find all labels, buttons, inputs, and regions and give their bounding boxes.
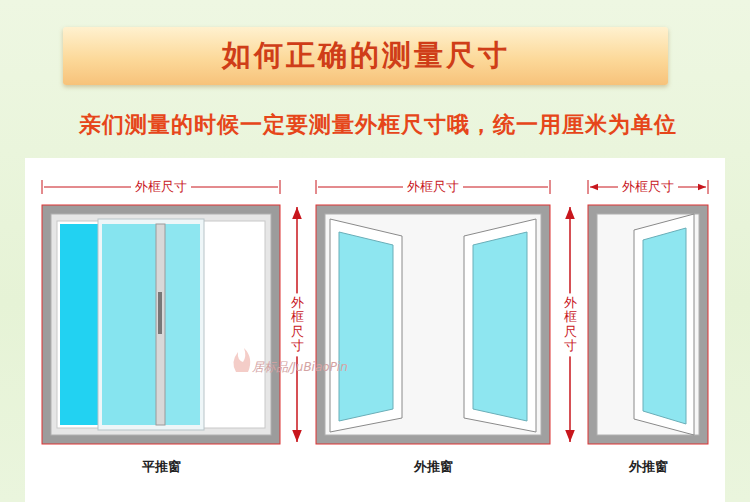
watermark-icon (233, 348, 250, 372)
sliding-window (42, 205, 280, 444)
title: 如何正确的测量尺寸 (222, 36, 510, 76)
dimension-label: 外框尺寸 (403, 178, 463, 196)
window-type-caption: 外推窗 (414, 458, 453, 476)
single-casement-window (588, 205, 708, 444)
title-banner: 如何正确的测量尺寸 (63, 27, 668, 85)
window-type-caption: 外推窗 (629, 458, 668, 476)
subtitle: 亲们测量的时候一定要测量外框尺寸哦，统一用厘米为单位 (79, 110, 677, 140)
watermark: 居标品/JuBiaoPin (252, 359, 348, 376)
dimension-label: 外框尺寸 (131, 178, 191, 196)
white-panel (25, 158, 725, 502)
dimension-label: 外框尺寸 (618, 178, 678, 196)
double-casement-window (316, 205, 550, 444)
dimension-lines (42, 180, 708, 442)
dimension-label: 外框尺寸 (564, 293, 577, 356)
window-type-caption: 平推窗 (142, 458, 181, 476)
dimension-label: 外框尺寸 (291, 293, 304, 356)
